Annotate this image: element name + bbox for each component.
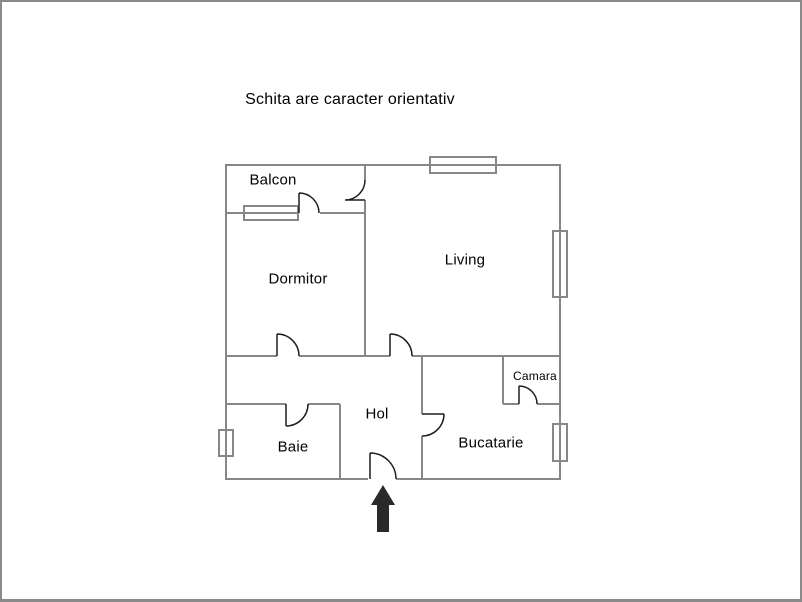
dormitor-door-icon xyxy=(276,333,300,357)
room-label-balcon: Balcon xyxy=(249,171,297,189)
room-label-bucatarie: Bucatarie xyxy=(458,434,524,452)
room-label-dormitor: Dormitor xyxy=(268,270,328,288)
camara-door-icon xyxy=(518,385,538,405)
balcon-door-icon xyxy=(298,192,320,214)
room-label-camara: Camara xyxy=(513,369,557,383)
bucatarie-door-icon xyxy=(421,413,445,437)
outer-wall xyxy=(225,164,561,480)
walls xyxy=(225,164,561,480)
baie-door-icon xyxy=(285,403,309,427)
room-label-hol: Hol xyxy=(365,405,389,423)
entrance-door-icon xyxy=(369,452,397,480)
room-label-baie: Baie xyxy=(277,438,309,456)
plan-disclaimer-title: Schita are caracter orientativ xyxy=(245,91,455,108)
living-door-icon xyxy=(389,333,413,357)
window-symbols xyxy=(218,156,568,462)
doors xyxy=(276,179,538,480)
camara-walls xyxy=(502,356,560,405)
room-label-living: Living xyxy=(444,251,486,269)
entrance-arrow-icon xyxy=(371,485,395,532)
living-balcon-door-icon xyxy=(344,179,366,201)
